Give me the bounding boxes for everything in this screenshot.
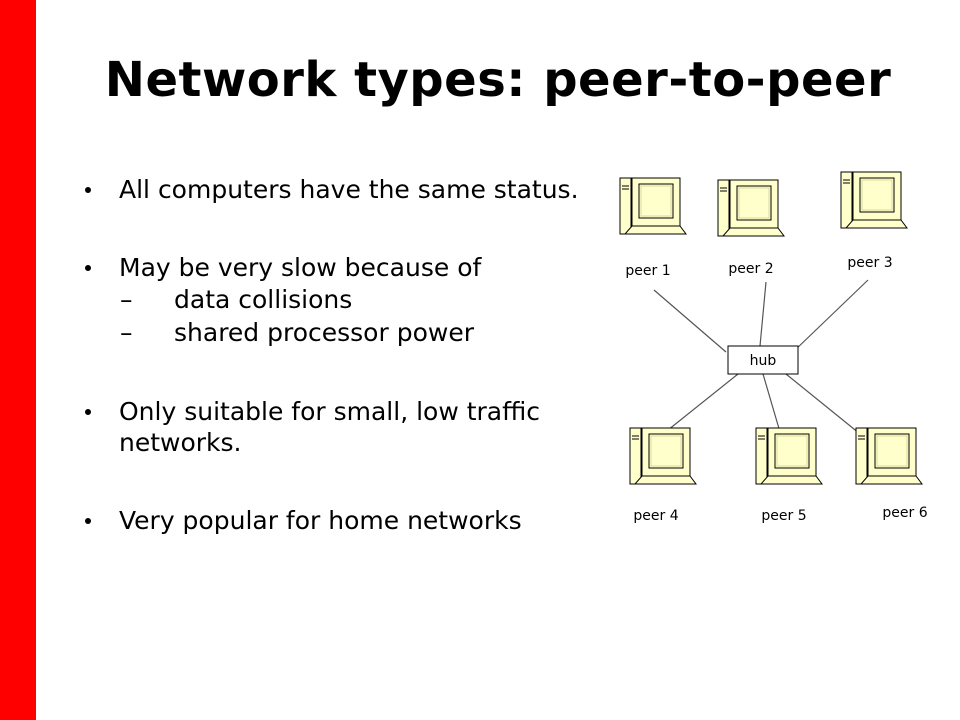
peer-label: peer 3 <box>847 255 892 271</box>
bullet-dot <box>85 187 91 193</box>
link-peer3-hub <box>792 279 869 353</box>
computer-icon <box>755 427 823 485</box>
bullet-item: May be very slow because of <box>85 252 595 283</box>
hub-label: hub <box>750 353 777 369</box>
computer-icon <box>619 177 687 235</box>
dash-marker: – <box>120 285 133 314</box>
bullet-text: Only suitable for small, low traffic net… <box>119 397 541 457</box>
peer-3-node: peer 3 <box>840 171 908 271</box>
peer-4-node: peer 4 <box>629 427 697 524</box>
dash-marker: – <box>120 318 133 347</box>
peer-label: peer 6 <box>882 505 927 521</box>
bullet-item: Only suitable for small, low traffic net… <box>85 396 595 458</box>
red-accent-bar <box>0 0 36 720</box>
link-peer2-hub <box>759 281 767 347</box>
hub-node: hub <box>727 345 799 375</box>
sub-bullet-text: data collisions <box>174 285 353 314</box>
peer-label: peer 5 <box>761 508 806 524</box>
link-peer1-hub <box>653 289 727 353</box>
network-diagram: hub peer 1 peer 2 peer 3 peer 4 peer 5 p… <box>619 171 928 524</box>
network-links <box>653 279 871 443</box>
peer-1-node: peer 1 <box>619 177 687 279</box>
link-peer5-hub <box>762 373 781 433</box>
bullet-text: Very popular for home networks <box>119 506 522 535</box>
peer-label: peer 4 <box>633 508 678 524</box>
bullet-list: All computers have the same status. May … <box>85 174 595 536</box>
hub-box <box>727 345 799 375</box>
peer-label: peer 1 <box>625 263 670 279</box>
bullet-dot <box>85 409 91 415</box>
sub-bullet-text: shared processor power <box>174 318 474 347</box>
computer-icon <box>629 427 697 485</box>
peer-6-node: peer 6 <box>855 427 928 521</box>
peer-2-node: peer 2 <box>717 179 785 277</box>
computer-icon <box>717 179 785 237</box>
sub-bullet-item: – shared processor power <box>85 316 595 349</box>
sub-bullet-item: – data collisions <box>85 283 595 316</box>
peer-label: peer 2 <box>728 261 773 277</box>
computer-icon <box>840 171 908 229</box>
peer-5-node: peer 5 <box>755 427 823 524</box>
bullet-text: May be very slow because of <box>119 253 482 282</box>
bullet-item: All computers have the same status. <box>85 174 595 205</box>
slide-title: Network types: peer-to-peer <box>104 52 892 108</box>
bullet-item: Very popular for home networks <box>85 505 595 536</box>
bullet-text: All computers have the same status. <box>119 175 579 204</box>
link-peer4-hub <box>657 373 739 439</box>
bullet-dot <box>85 518 91 524</box>
computer-icon <box>855 427 923 485</box>
bullet-dot <box>85 265 91 271</box>
